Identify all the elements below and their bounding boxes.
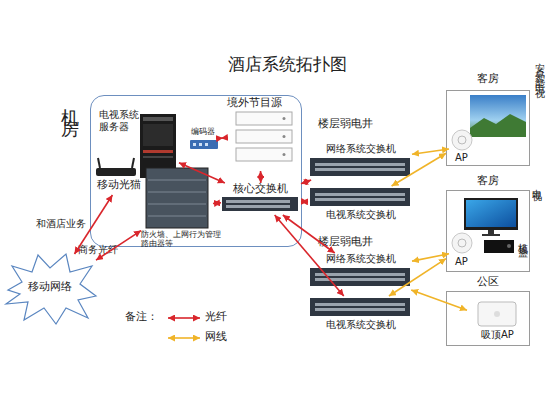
shaft-label: 楼层弱电井 [318,236,373,249]
node-note: 机顶盒 [517,235,529,241]
legend-label: 网线 [205,331,227,344]
machine-room: 机房电视系统 服务器境外节目源编码器移动光猫核心交换机防火墙、上网行为管理 路由… [90,95,302,247]
cable-link [412,149,449,154]
firewall-router: 防火墙、上网行为管理 路由器等 [141,165,213,249]
monitor-icon [464,198,518,236]
node-label: 防火墙、上网行为管理 路由器等 [141,230,231,248]
node-label: 网络系统交换机 [326,253,396,265]
overseas-source: 境外节目源 [223,97,297,171]
node-label: 吸顶AP [481,329,514,341]
legend-heading: 备注： [125,311,158,324]
fiber-link [213,202,221,204]
ap-icons [452,130,472,253]
node-label: 电视系统 服务器 [99,109,143,132]
fiber-link [301,201,308,203]
shaft-label: 楼层弱电井 [318,118,373,131]
node-label: 编码器 [191,127,215,136]
encoder: 编码器 [187,127,221,153]
smart-tv-icon [470,95,526,137]
ceiling-ap-icon [478,302,516,326]
node-label: AP [455,152,468,164]
fiber-link [301,180,311,184]
cable-link [392,153,446,186]
node-note: 安卓智能电视 [534,55,546,85]
line-note: 和酒店业务 [36,218,86,230]
source-boxes [236,112,292,161]
legend-sample [168,337,200,339]
ceiling-ap: 吸顶AP [467,299,527,343]
network-switch: 网络系统交换机 [308,143,412,180]
node-label: 核心交换机 [233,183,288,196]
node-label: 客房 [477,175,499,188]
tv-server: 电视系统 服务器 [99,107,179,183]
fiber-link [260,171,262,183]
legend-label: 光纤 [205,311,227,324]
diagram-title: 酒店系统拓扑图 [228,55,347,75]
node-label: AP [455,256,468,268]
node-label: 移动网络 [28,281,72,294]
cloud-shape [6,254,96,324]
firewall-rack-icon [146,168,208,228]
optical-modem: 移动光猫 [93,159,155,195]
node-label: 客房 [477,73,499,86]
node-label: 移动光猫 [97,179,141,192]
node-label: 电视系统交换机 [326,209,396,221]
access-point: AP [449,127,477,167]
guest-room: 客房电视机顶盒AP [446,190,530,272]
tv-switch: 电视系统交换机 [308,296,412,334]
modem-icon [96,158,136,176]
node-label: 网络系统交换机 [326,143,396,155]
floor-switch-icons [310,158,410,316]
node-label: 境外节目源 [227,97,282,110]
node-note: 电视 [531,181,543,185]
mobile-network-cloud: 移动网络 [8,254,96,324]
encoder-icon [190,140,218,149]
set-top-box-icon [484,240,514,253]
network-switch: 网络系统交换机 [308,253,412,290]
core-switch: 核心交换机 [221,183,301,215]
cable-link [389,259,446,296]
node-label: 电视系统交换机 [326,319,396,331]
cable-link [411,290,467,310]
guest-room: 客房安卓智能电视AP [446,90,530,166]
public-area: 公区吸顶AP [446,291,530,346]
access-point: AP [449,231,477,271]
fiber-link [221,137,223,139]
node-label: 公区 [477,276,499,289]
node-label: 机房 [59,94,80,114]
cable-link [412,254,449,261]
core-switch-icon [222,197,298,211]
fiber-link [179,163,225,183]
line-note: 商务光纤 [78,244,118,256]
legend-sample [168,317,200,319]
tv-switch: 电视系统交换机 [308,186,412,224]
